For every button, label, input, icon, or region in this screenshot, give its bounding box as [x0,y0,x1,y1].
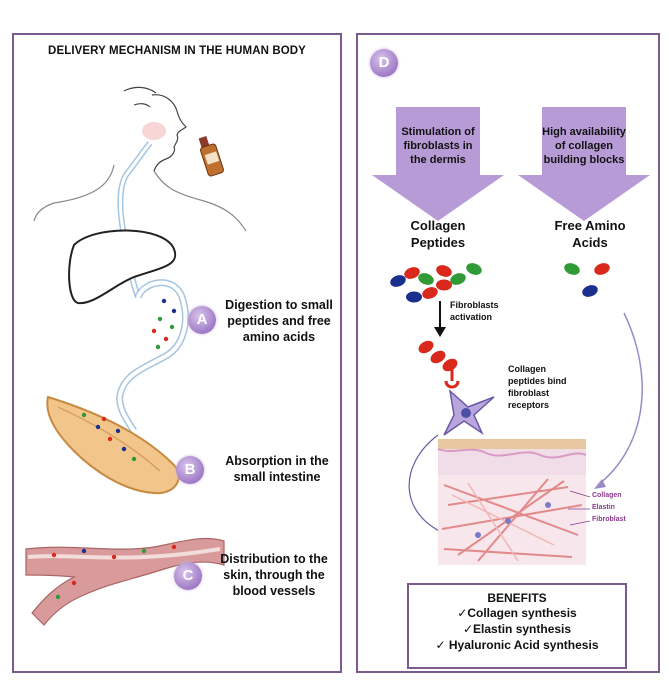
stage-a-description: Digestion to small peptides and free ami… [218,297,340,345]
activation-line: Fibroblasts [450,300,499,310]
blood-vessel [25,537,225,626]
particle-dot [141,548,147,554]
stimulation-line: Stimulation of [401,126,475,138]
particle-dot [107,436,113,442]
collagen-peptides-line: Peptides [410,235,466,250]
particle-dot [157,316,163,322]
delivery-mechanism-panel: DELIVERY MECHANISM IN THE HUMAN BODY [12,33,342,673]
particle-dot [171,544,177,550]
particle-dot [51,552,57,558]
molecule-bead [430,350,446,364]
particle-dot [111,554,117,560]
cheek-blush [142,122,166,140]
availability-arrow-label: High availability of collagen building b… [534,125,634,167]
activation-line: activation [450,312,493,322]
availability-line: of collagen [554,140,614,152]
right-illustrations [372,107,650,565]
stimulation-line: fibroblasts in [403,140,473,152]
receptor-note-line: Collagen [508,364,547,374]
molecule-bead [406,291,422,303]
particle-dot [169,324,175,330]
molecule-bead [466,263,482,275]
molecule-bead [418,273,434,285]
receptor-note: Collagen peptides bind fibroblast recept… [508,363,598,411]
stage-badge-a: A [188,306,216,334]
benefit-item: ✓ Hyaluronic Acid synthesis [435,638,599,652]
molecule-bead [418,340,434,354]
benefit-item: ✓Elastin synthesis [462,622,572,636]
fibroblast-stimulation-panel: D Stimulation of fibroblasts in the derm… [356,33,660,673]
receptor-note-line: receptors [508,400,550,410]
molecule-bead [422,287,438,299]
availability-line: building blocks [543,154,625,166]
arrow-shape-left [372,107,504,221]
stomach [116,279,189,433]
free-amino-acids-line: Free Amino [554,218,626,233]
particle-dot [95,424,101,430]
arrow-shape-right [518,107,650,221]
stage-badge-d: D [370,49,398,77]
receptor-note-line: peptides bind [508,376,567,386]
particle-dot [81,548,87,554]
particle-dot [55,594,61,600]
receptor-note-line: fibroblast [508,388,550,398]
stage-b-line: Absorption in the [225,454,329,468]
molecule-bead [450,273,466,285]
body-illustrations [25,86,247,626]
molecule-bead [594,263,610,275]
stage-c-description: Distribution to the skin, through the bl… [208,551,340,599]
stage-c-line: skin, through the [223,568,325,582]
molecule-bead [442,358,458,372]
stage-a-line: Digestion to small [225,298,333,312]
collagen-peptides-label: Collagen Peptides [388,217,488,251]
particle-dot [161,298,167,304]
stage-b-description: Absorption in the small intestine [214,453,340,485]
particle-dot [151,328,157,334]
fibroblasts-activation-label: Fibroblasts activation [450,299,520,323]
liver [68,229,177,305]
panel-title: DELIVERY MECHANISM IN THE HUMAN BODY [48,45,306,57]
free-amino-acids-label: Free Amino Acids [540,217,640,251]
benefits-title: BENEFITS [487,591,547,605]
particle-dot [101,416,107,422]
particle-dot [115,428,121,434]
molecule-bead [582,285,598,297]
free-amino-acids-line: Acids [572,235,608,250]
particle-dot [121,446,127,452]
benefit-item: ✓Collagen synthesis [457,606,577,620]
stage-c-line: blood vessels [232,584,316,598]
particle-dot [163,336,169,342]
stage-badge-c: C [174,562,202,590]
collagen-bottle-icon [198,136,224,177]
legend-fibroblast: Fibroblast [592,516,626,523]
molecule-bead [390,275,406,287]
stage-a-line: peptides and free [227,314,331,328]
particle-dot [171,308,177,314]
intestine-villi [46,395,180,495]
collagen-peptides-line: Collagen [410,218,466,233]
availability-line: High availability [542,126,626,138]
skin-cross-section [437,439,587,565]
stage-b-line: small intestine [233,470,321,484]
fibroblast-cell-icon [443,389,495,436]
molecule-bead [436,279,452,291]
receptor-icon [444,380,460,389]
stimulation-line: the dermis [410,154,466,166]
stage-c-line: Distribution to the [220,552,328,566]
collagen-peptide-molecules [390,263,610,372]
stage-a-line: amino acids [242,330,316,344]
benefits-box: BENEFITS ✓Collagen synthesis ✓Elastin sy… [407,583,627,669]
particle-dot [155,344,161,350]
molecule-bead [564,263,580,275]
legend-elastin: Elastin [592,504,615,511]
legend-collagen: Collagen [592,492,622,499]
particle-dot [71,580,77,586]
particle-dot [131,456,137,462]
stimulation-arrow-label: Stimulation of fibroblasts in the dermis [394,125,482,167]
molecule-bead [404,267,420,279]
face-illustration [33,86,247,232]
particle-dot [81,412,87,418]
stage-badge-b: B [176,456,204,484]
molecule-bead [436,265,452,277]
